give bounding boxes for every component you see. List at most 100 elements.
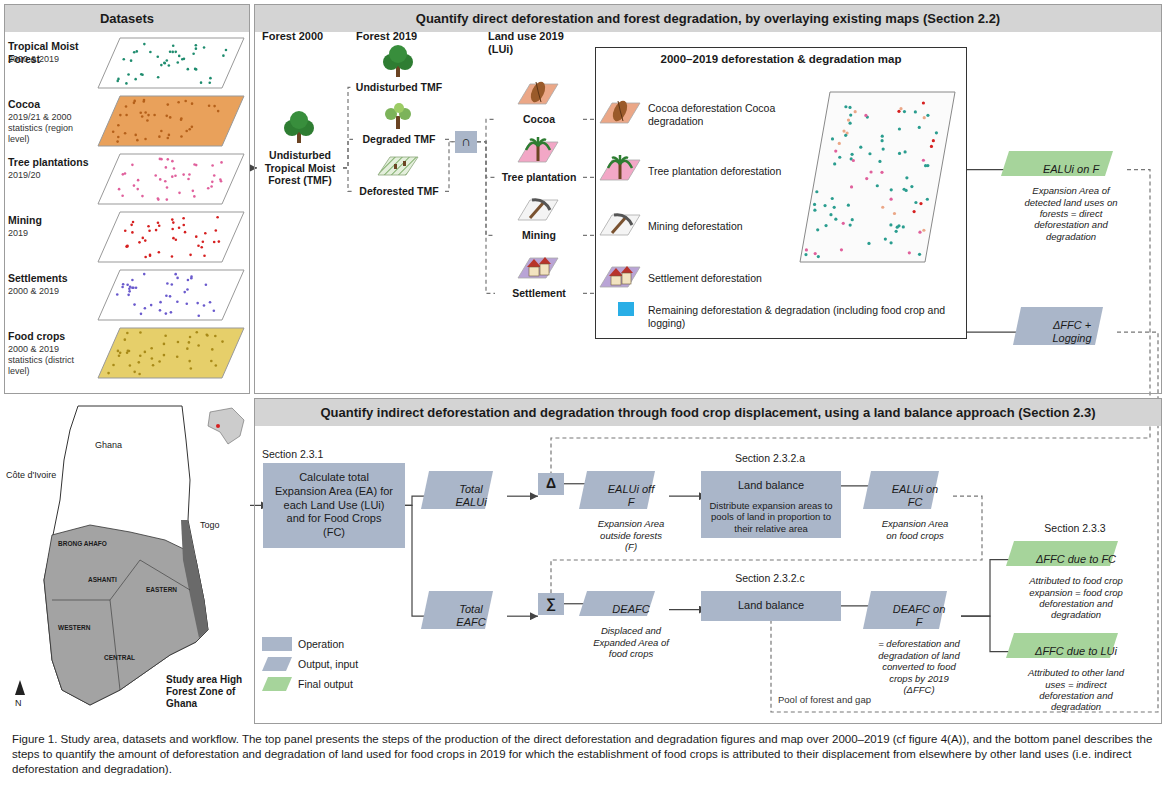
- illustration: [805, 248, 808, 251]
- illustration: [169, 50, 172, 53]
- illustration: [135, 50, 138, 53]
- illustration: [922, 159, 925, 162]
- illustration: [139, 331, 142, 334]
- illustration: [144, 138, 147, 141]
- illustration: [192, 190, 195, 193]
- text-label: Land use 2019 (LUi): [488, 30, 588, 56]
- illustration: [185, 130, 188, 133]
- illustration: [197, 314, 200, 317]
- illustration: [903, 150, 906, 153]
- illustration: [834, 149, 837, 152]
- illustration: [814, 252, 817, 255]
- illustration: [618, 101, 623, 121]
- illustration: [124, 338, 127, 341]
- illustration: [176, 277, 179, 280]
- illustration: [850, 185, 853, 188]
- text-label: N: [15, 698, 27, 709]
- output-box: EALUi off FExpansion Area outside forest…: [579, 471, 683, 559]
- illustration: [869, 170, 872, 173]
- illustration: [195, 331, 198, 334]
- illustration: [918, 231, 921, 234]
- node-label: Deforested TMF: [353, 185, 445, 198]
- illustration: [133, 184, 136, 187]
- illustration: [209, 301, 212, 304]
- node-label: EALUi on F: [1015, 157, 1127, 182]
- illustration: [926, 164, 929, 167]
- illustration: [158, 360, 161, 363]
- connector: [477, 142, 495, 294]
- illustration: [107, 372, 110, 375]
- node-label: Datasets: [5, 5, 249, 32]
- illustration: [847, 204, 850, 207]
- illustration: [168, 134, 171, 137]
- illustration: [614, 215, 632, 225]
- illustration: [804, 253, 807, 256]
- illustration: [895, 230, 898, 233]
- illustration: [157, 198, 160, 201]
- text-label: EASTERN: [146, 586, 196, 594]
- illustration: [204, 232, 207, 235]
- connector: [551, 496, 982, 593]
- illustration: [176, 355, 179, 358]
- house-icon: [600, 266, 640, 287]
- illustration: [914, 201, 917, 204]
- illustration: [813, 203, 816, 206]
- ghana-map: [15, 406, 244, 705]
- illustration: [144, 256, 147, 259]
- illustration: [851, 218, 854, 221]
- illustration: [530, 202, 544, 218]
- illustration: [621, 266, 633, 273]
- illustration: [209, 77, 212, 80]
- illustration: [838, 156, 841, 159]
- illustration: [133, 371, 136, 374]
- illustration: [889, 241, 892, 244]
- illustration: [180, 118, 183, 121]
- illustration: [144, 239, 147, 242]
- panel-ground: [254, 398, 1162, 724]
- node-label: Land balance: [707, 595, 835, 617]
- illustration: [922, 229, 925, 232]
- treeDeg-icon: [385, 103, 411, 129]
- legend-swatch: [262, 677, 292, 691]
- illustration: [816, 228, 819, 231]
- illustration: [829, 213, 832, 216]
- illustration: [537, 137, 540, 146]
- illustration: [158, 251, 161, 254]
- output-box: ΔFFC due to LUiAttributed to other land …: [1006, 633, 1146, 719]
- illustration: [141, 115, 144, 118]
- illustration: [220, 161, 223, 164]
- illustration: [166, 282, 169, 285]
- illustration: [98, 212, 244, 262]
- illustration: [195, 47, 198, 50]
- illustration: [184, 231, 187, 234]
- illustration: [147, 225, 150, 228]
- illustration: [122, 173, 125, 176]
- map-panel: Study area High Forest Zone of Ghana: [4, 398, 250, 724]
- illustration: [202, 240, 205, 243]
- result-map: [800, 92, 955, 262]
- connector: [961, 560, 1020, 617]
- illustration: [881, 206, 884, 209]
- node-label: Remaining deforestation & degradation (i…: [648, 304, 948, 329]
- illustration: [913, 210, 916, 213]
- node-label: ∑: [538, 593, 564, 615]
- illustration: [126, 244, 129, 247]
- connector: [583, 293, 595, 294]
- illustration: [208, 104, 211, 107]
- illustration: [158, 135, 161, 138]
- text-label: WESTERN: [58, 624, 108, 632]
- node-caption: Expansion Area of detected land uses on …: [1015, 182, 1127, 242]
- illustration: [157, 76, 160, 79]
- text-label: ASHANTI: [88, 576, 138, 584]
- illustration: [176, 61, 179, 64]
- text-label: Togo: [200, 520, 240, 531]
- illustration: [133, 102, 136, 105]
- illustration: [188, 173, 191, 176]
- illustration: [200, 246, 203, 249]
- illustration: [219, 178, 222, 181]
- illustration: [124, 229, 127, 232]
- text-label: Côte d'Ivoire: [6, 470, 66, 481]
- text-label: Section 2.3.2.c: [700, 572, 840, 585]
- connector: [343, 139, 353, 168]
- illustration: [813, 209, 816, 212]
